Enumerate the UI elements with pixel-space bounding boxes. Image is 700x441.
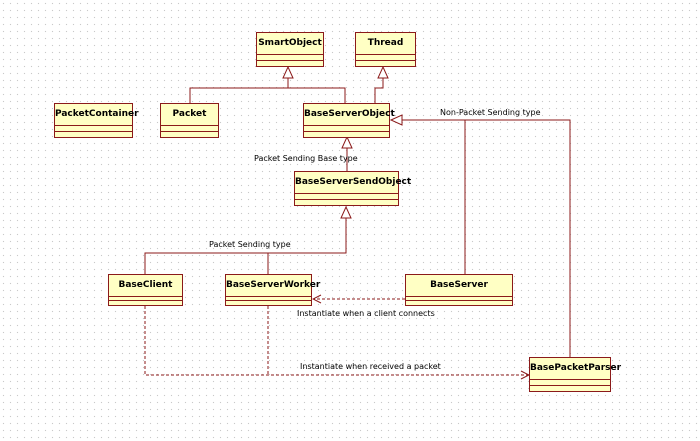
baseserverobject-to-thread-generalization xyxy=(374,78,384,105)
baseclient-instantiates-parser-dependency xyxy=(144,306,529,375)
class-name: BaseClient xyxy=(109,275,182,297)
class-smartobject[interactable]: SmartObject xyxy=(256,32,324,67)
class-divider xyxy=(406,300,512,301)
class-name: Thread xyxy=(356,33,415,55)
class-name: BaseServerSendObject xyxy=(295,172,411,194)
class-baseserverobject[interactable]: BaseServerObject xyxy=(303,103,395,138)
class-packet[interactable]: Packet xyxy=(160,103,219,138)
class-thread[interactable]: Thread xyxy=(355,32,416,67)
label-non-packet-sending: Non-Packet Sending type xyxy=(440,108,541,117)
class-name: Packet xyxy=(161,104,218,126)
label-instantiate-client: Instantiate when a client connects xyxy=(297,309,435,318)
label-packet-sending-base: Packet Sending Base type xyxy=(254,154,358,163)
label-instantiate-packet: Instantiate when received a packet xyxy=(300,362,441,371)
class-divider xyxy=(226,300,311,301)
class-divider xyxy=(161,131,218,132)
class-baseserversendobject[interactable]: BaseServerSendObject xyxy=(294,171,411,206)
baseserver-to-baseserverobject-generalization xyxy=(402,119,466,274)
thread-generalization-head xyxy=(377,65,389,79)
class-divider xyxy=(356,60,415,61)
smartobject-generalization-head xyxy=(282,65,294,79)
packet-to-smartobject-generalization xyxy=(189,78,289,105)
class-name: PacketContainer xyxy=(55,104,139,126)
sendobject-generalization-head xyxy=(340,205,352,219)
class-name: BaseServerWorker xyxy=(226,275,320,297)
class-baseserverworker[interactable]: BaseServerWorker xyxy=(225,274,320,306)
class-baseserver[interactable]: BaseServer xyxy=(405,274,513,306)
class-divider xyxy=(295,199,398,200)
baseserverobject-to-smartobject-generalization xyxy=(288,87,346,105)
class-packetcontainer[interactable]: PacketContainer xyxy=(54,103,139,138)
class-divider xyxy=(55,131,132,132)
class-name: SmartObject xyxy=(257,33,323,55)
class-divider xyxy=(530,385,610,386)
class-name: BasePacketParser xyxy=(530,358,621,380)
baseserverobject-side-generalization-head xyxy=(389,114,403,126)
class-divider xyxy=(304,131,389,132)
class-baseclient[interactable]: BaseClient xyxy=(108,274,183,306)
class-basepacketparser[interactable]: BasePacketParser xyxy=(529,357,621,392)
class-name: BaseServer xyxy=(406,275,512,297)
baseserverobject-generalization-head xyxy=(341,135,353,149)
class-divider xyxy=(109,300,182,301)
label-packet-sending: Packet Sending type xyxy=(209,240,291,249)
class-divider xyxy=(257,60,323,61)
class-name: BaseServerObject xyxy=(304,104,395,126)
basepacketparser-to-baseserverobject-generalization xyxy=(465,119,571,357)
baseclient-to-sendobject-generalization xyxy=(144,218,347,274)
